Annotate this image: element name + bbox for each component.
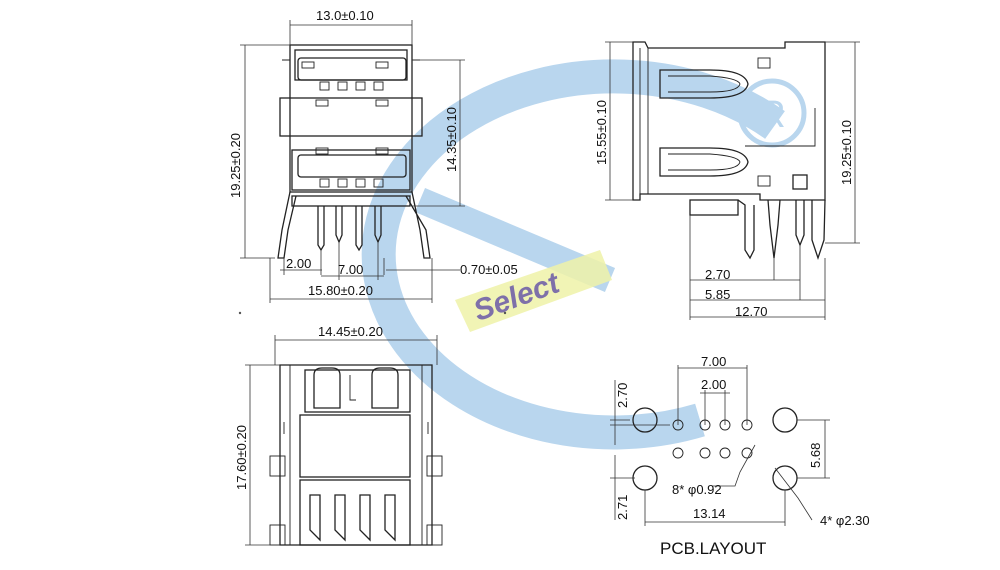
dim-pcb-hole-span: 13.14 — [693, 506, 726, 521]
watermark-logo: Select R — [361, 59, 807, 450]
dim-pcb-bottom-offset: 2.71 — [615, 495, 630, 520]
dim-bottom-width: 14.45±0.20 — [318, 324, 383, 339]
dim-front-pin-span: 7.00 — [338, 262, 363, 277]
registered-mark-icon: R — [737, 78, 807, 148]
dim-front-pin-width: 0.70±0.05 — [460, 262, 518, 277]
dim-side-height-total: 19.25±0.10 — [839, 120, 854, 185]
label-large-holes: 4* φ2.30 — [820, 513, 870, 528]
pcb-layout-title: PCB.LAYOUT — [660, 539, 766, 558]
dim-front-pin-pitch: 2.00 — [286, 256, 311, 271]
dim-bottom-height: 17.60±0.20 — [234, 425, 249, 490]
dim-pcb-pin-pitch: 2.00 — [701, 377, 726, 392]
dim-side-pin-offset-1: 2.70 — [705, 267, 730, 282]
front-view: 13.0±0.10 19.25±0.20 14.35±0.10 2.00 7.0… — [228, 8, 518, 303]
dim-pcb-top-offset: 2.70 — [615, 383, 630, 408]
bottom-view: 14.45±0.20 17.60±0.20 — [234, 324, 443, 546]
dim-side-depth: 12.70 — [735, 304, 768, 319]
svg-text:R: R — [758, 94, 785, 136]
dim-pcb-row-spacing: 5.68 — [808, 443, 823, 468]
dim-front-width: 13.0±0.10 — [316, 8, 374, 23]
dim-pcb-pin-span: 7.00 — [701, 354, 726, 369]
label-small-holes: 8* φ0.92 — [672, 482, 722, 497]
dim-side-pin-offset-2: 5.85 — [705, 287, 730, 302]
mount-hole-bl — [632, 465, 658, 491]
side-view: 15.55±0.10 19.25±0.10 2.70 5.85 12.70 — [594, 41, 860, 320]
dim-front-height-total: 19.25±0.20 — [228, 133, 243, 198]
dim-side-height-body: 15.55±0.10 — [594, 100, 609, 165]
dim-front-footprint-width: 15.80±0.20 — [308, 283, 373, 298]
mount-hole-tl — [632, 407, 658, 433]
dim-front-height-body: 14.35±0.10 — [444, 107, 459, 172]
mount-hole-tr — [772, 407, 798, 433]
pcb-layout: 7.00 2.00 2.70 2.71 5.68 13.14 8* φ0.92 … — [610, 354, 870, 558]
